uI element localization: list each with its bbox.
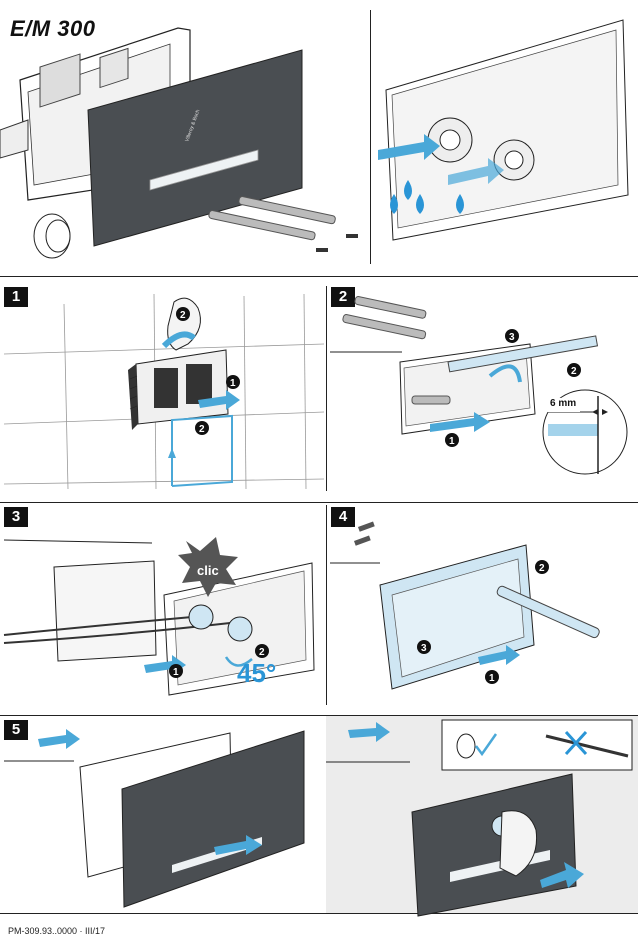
svg-text:2: 2 bbox=[180, 310, 186, 321]
svg-text:1: 1 bbox=[489, 673, 495, 684]
svg-text:3: 3 bbox=[509, 332, 515, 343]
header-divider bbox=[370, 10, 371, 264]
svg-text:2: 2 bbox=[199, 424, 205, 435]
section-divider bbox=[0, 502, 638, 503]
step-badge-1: 1 bbox=[4, 287, 28, 307]
svg-text:1: 1 bbox=[230, 378, 236, 389]
intro-frame-illustration: Villeroy & Boch bbox=[0, 27, 358, 259]
section-divider bbox=[0, 276, 638, 277]
arrow-icon bbox=[448, 158, 504, 185]
svg-text:2: 2 bbox=[259, 647, 265, 658]
svg-text:1: 1 bbox=[449, 436, 455, 447]
step-badge-2: 2 bbox=[331, 287, 355, 307]
check-icon bbox=[475, 733, 498, 757]
arrow-icon bbox=[214, 835, 262, 855]
angle-label: 45° bbox=[237, 658, 277, 688]
step-badge-5: 5 bbox=[4, 720, 28, 740]
section-divider bbox=[0, 913, 638, 914]
step4-illustration: 2 3 1 bbox=[330, 521, 600, 690]
svg-text:1: 1 bbox=[173, 667, 179, 678]
doc-code: PM-309.93..0000 · III/17 bbox=[8, 926, 106, 936]
step3-illustration: 1 2 bbox=[3, 537, 315, 696]
page-title: E/M 300 bbox=[10, 16, 96, 41]
click-label: clic bbox=[197, 563, 219, 578]
step-badge-3: 3 bbox=[4, 507, 28, 527]
arrow-icon bbox=[38, 729, 80, 749]
arrow-icon bbox=[378, 134, 440, 160]
cross-icon bbox=[564, 730, 588, 756]
step2-illustration: 3 2 1 bbox=[330, 296, 628, 475]
water-connection-illustration bbox=[378, 19, 629, 241]
arrow-icon bbox=[478, 645, 520, 665]
step5-illustration bbox=[4, 729, 305, 908]
svg-text:2: 2 bbox=[539, 563, 545, 574]
arrow-icon bbox=[430, 412, 490, 432]
panel-divider bbox=[326, 286, 327, 491]
arrow-icon bbox=[348, 722, 390, 742]
screwdriver-icon bbox=[545, 734, 629, 758]
svg-text:3: 3 bbox=[421, 643, 427, 654]
step-badge-4: 4 bbox=[331, 507, 355, 527]
step1-illustration: 1 2 2 bbox=[3, 293, 325, 490]
svg-text:2: 2 bbox=[571, 366, 577, 377]
final-illustration bbox=[326, 719, 633, 917]
measure-label: 6 mm bbox=[550, 398, 577, 409]
section-divider bbox=[0, 715, 638, 716]
water-drop-icon bbox=[390, 180, 464, 214]
arrow-icon bbox=[198, 390, 240, 410]
panel-divider bbox=[326, 505, 327, 705]
arrow-icon bbox=[540, 862, 584, 888]
